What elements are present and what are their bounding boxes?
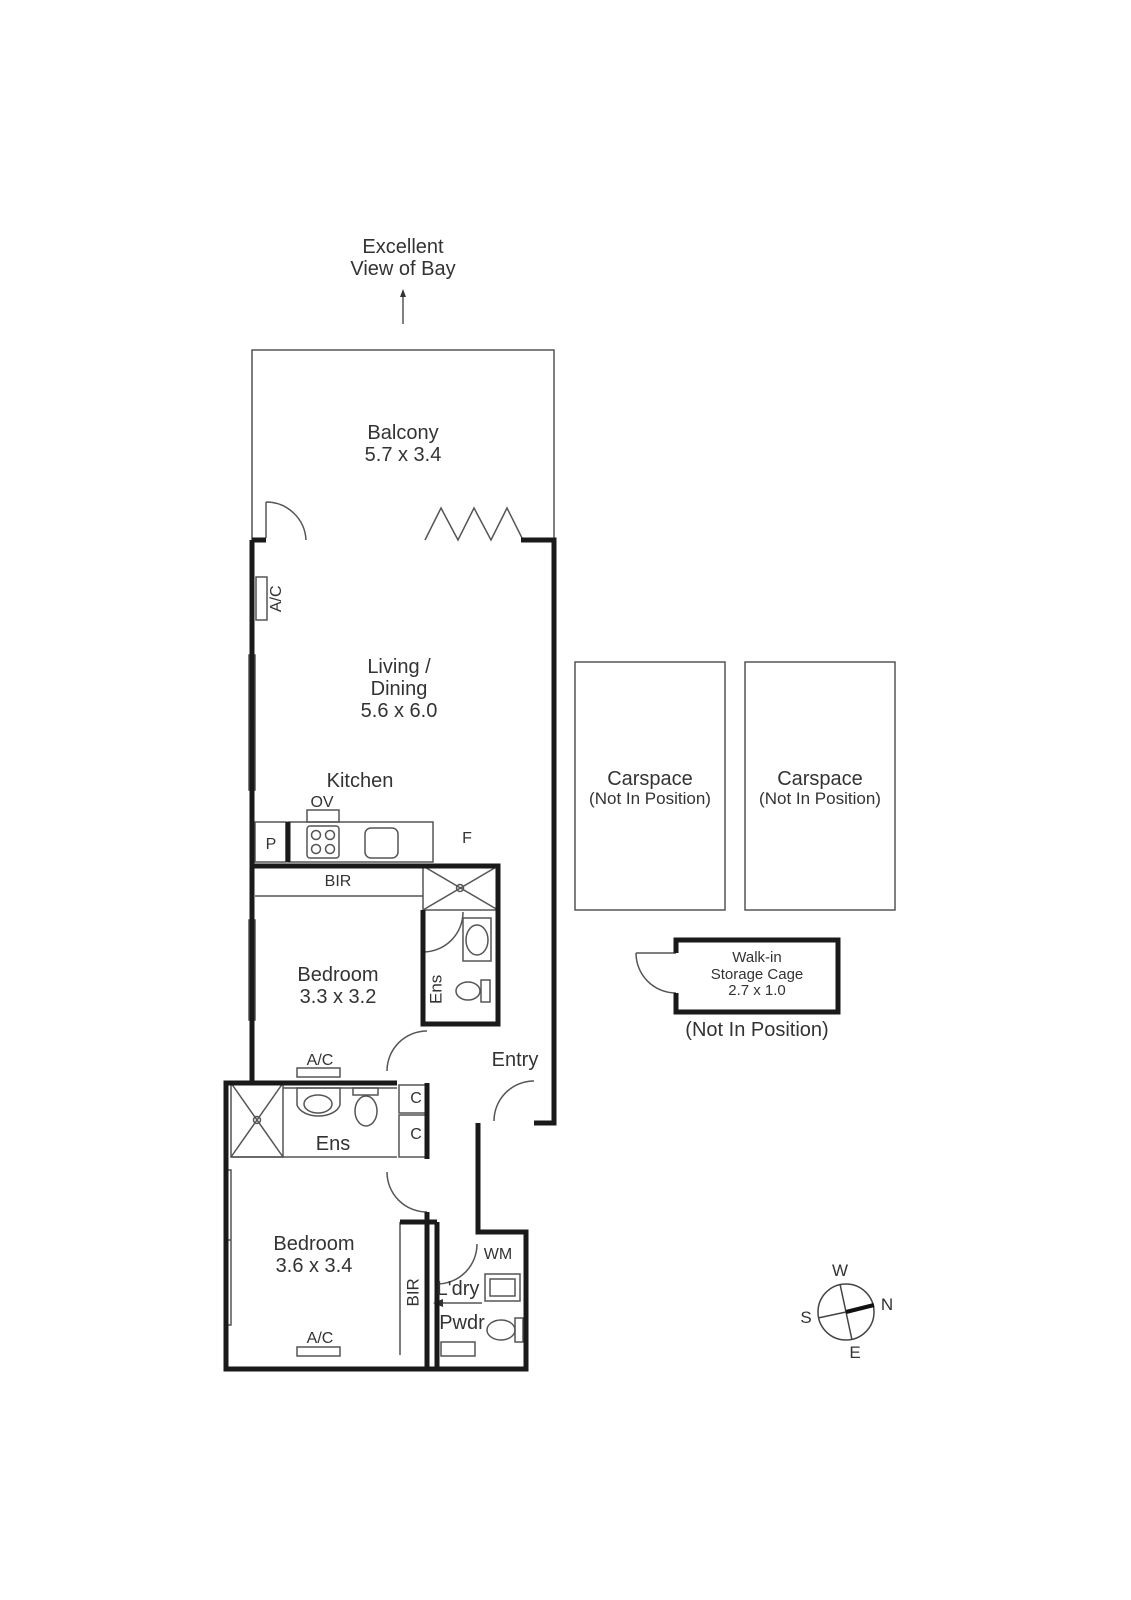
ac-label-bedroom1: A/C <box>306 1052 334 1069</box>
room-size: 5.7 x 3.4 <box>364 444 442 466</box>
carspace-name: Carspace <box>607 768 693 790</box>
bir-label-2: BIR <box>403 1278 423 1307</box>
carspace-note: (Not In Position) <box>589 789 711 808</box>
ac-label-bedroom2: A/C <box>306 1330 334 1347</box>
ensuite-1-label: Ens <box>426 974 446 1004</box>
entry-label: Entry <box>491 1049 539 1071</box>
living-dining-label: Living / Dining 5.6 x 6.0 <box>361 656 438 722</box>
view-note-line2: View of Bay <box>350 258 456 280</box>
pantry-label: P <box>265 836 277 853</box>
bir-label-1: BIR <box>324 873 352 890</box>
carspace-name: Carspace <box>777 768 863 790</box>
compass-e: E <box>849 1343 861 1362</box>
fridge-label: F <box>462 830 472 847</box>
view-note: Excellent View of Bay <box>350 236 455 280</box>
laundry-label: L'dry <box>436 1278 480 1300</box>
carspace-1-label: Carspace (Not In Position) <box>589 768 711 809</box>
kitchen-label: Kitchen <box>326 770 394 792</box>
carspace-note: (Not In Position) <box>759 789 881 808</box>
cupboard-label-1: C <box>410 1090 422 1107</box>
storage-line2: Storage Cage <box>710 965 804 983</box>
room-size: 3.3 x 3.2 <box>299 986 377 1008</box>
room-name-line1: Living / <box>367 656 431 678</box>
carspace-2-outline <box>744 661 896 911</box>
storage-note: (Not In Position) <box>685 1019 829 1041</box>
bedroom-2-label: Bedroom 3.6 x 3.4 <box>273 1233 354 1277</box>
storage-size: 2.7 x 1.0 <box>728 982 786 999</box>
balcony-label: Balcony 5.7 x 3.4 <box>365 422 442 466</box>
bedroom-1-label: Bedroom 3.3 x 3.2 <box>297 964 378 1008</box>
oven-label: OV <box>310 794 334 811</box>
ac-label-living: A/C <box>268 585 286 613</box>
room-name: Bedroom <box>273 1233 355 1255</box>
cupboard-label-2: C <box>410 1126 422 1143</box>
compass-n: N <box>880 1295 894 1314</box>
storage-line1: Walk-in <box>732 949 782 966</box>
carspace-1-outline <box>574 661 726 911</box>
compass-s: S <box>800 1308 812 1327</box>
powder-label: Pwdr <box>439 1312 485 1334</box>
room-name: Balcony <box>367 422 439 444</box>
washing-machine-label: WM <box>483 1246 513 1263</box>
compass-icon <box>817 1283 875 1341</box>
room-size: 3.6 x 3.4 <box>275 1255 353 1277</box>
room-name-line2: Dining <box>370 678 428 700</box>
carspace-2-label: Carspace (Not In Position) <box>759 768 881 809</box>
room-size: 5.6 x 6.0 <box>360 700 438 722</box>
ensuite-2-label: Ens <box>315 1133 351 1155</box>
compass-w: W <box>831 1261 849 1280</box>
storage-cage-label: Walk-in Storage Cage 2.7 x 1.0 <box>710 949 804 1000</box>
room-name: Bedroom <box>297 964 379 986</box>
view-note-line1: Excellent <box>362 236 444 258</box>
